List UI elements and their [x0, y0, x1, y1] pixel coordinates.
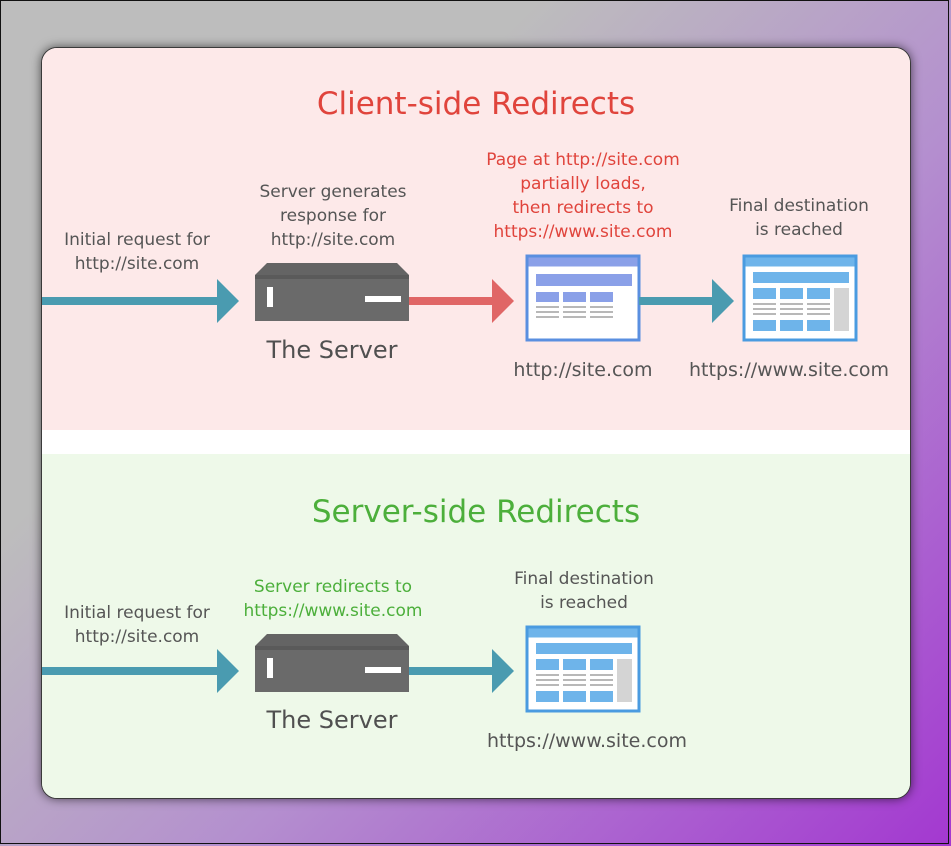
server-final-note: Final destination is reached [514, 569, 654, 613]
client-final-page-icon [742, 254, 858, 342]
server-side-panel [42, 454, 910, 798]
server-server-icon [255, 634, 409, 692]
server-final-page-icon [525, 625, 641, 713]
server-initial-request-label: Initial request for http://site.com [64, 603, 210, 647]
client-initial-arrow [42, 279, 239, 323]
client-server-icon [255, 263, 409, 321]
client-title: Client-side Redirects [316, 86, 636, 122]
client-initial-request-label: Initial request for http://site.com [64, 230, 210, 274]
client-server-label: The Server [266, 336, 398, 364]
partial-load-note: Page at http://site.com partially loads,… [486, 150, 680, 242]
server-generates-label: Server generates response for http://sit… [259, 182, 407, 250]
server-final-arrow [409, 649, 514, 693]
diagram-card: Client-side Redirects Initial request fo… [41, 47, 911, 799]
partial-page-icon [525, 254, 641, 342]
server-title: Server-side Redirects [311, 494, 641, 530]
server-initial-arrow [42, 649, 239, 693]
server-redirect-note: Server redirects to https://www.site.com [243, 577, 423, 621]
server-final-url-label: https://www.site.com [487, 730, 687, 752]
client-final-url-label: https://www.site.com [689, 359, 889, 381]
intermediate-url-label: http://site.com [513, 359, 653, 381]
client-final-arrow [639, 279, 734, 323]
client-side-panel [42, 48, 910, 430]
diagram-graphics [42, 254, 858, 713]
client-final-note: Final destination is reached [729, 196, 869, 240]
server-server-label: The Server [266, 706, 398, 734]
client-redirect-arrow [409, 279, 514, 323]
